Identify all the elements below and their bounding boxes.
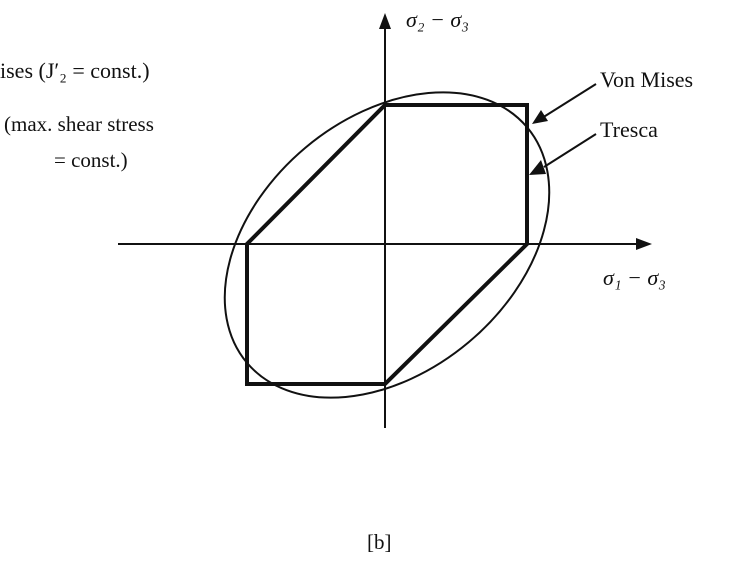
- tresca-callout-label: Tresca: [600, 117, 658, 142]
- y-axis-label: σ₂ − σ₃: [406, 7, 469, 32]
- tresca-hexagon: [245, 103, 529, 386]
- figure-caption: [b]: [367, 530, 392, 554]
- y-axis-arrowhead: [379, 13, 391, 29]
- von-mises-callout-label: Von Mises: [600, 67, 694, 92]
- von-mises-leader: [541, 83, 597, 119]
- von-mises-ellipse: [223, 91, 551, 399]
- von-mises-criterion-label: ises (J′₂ = const.): [0, 58, 150, 83]
- von-mises-leader-arrowhead: [532, 110, 548, 124]
- x-axis-label: σ₁ − σ₃: [603, 265, 666, 290]
- x-axis-arrowhead: [636, 238, 652, 250]
- tresca-leader: [543, 133, 597, 168]
- tresca-criterion-label-line2: = const.): [54, 148, 128, 172]
- tresca-criterion-label-line1: (max. shear stress: [4, 112, 154, 136]
- tresca-leader-arrowhead: [529, 160, 546, 175]
